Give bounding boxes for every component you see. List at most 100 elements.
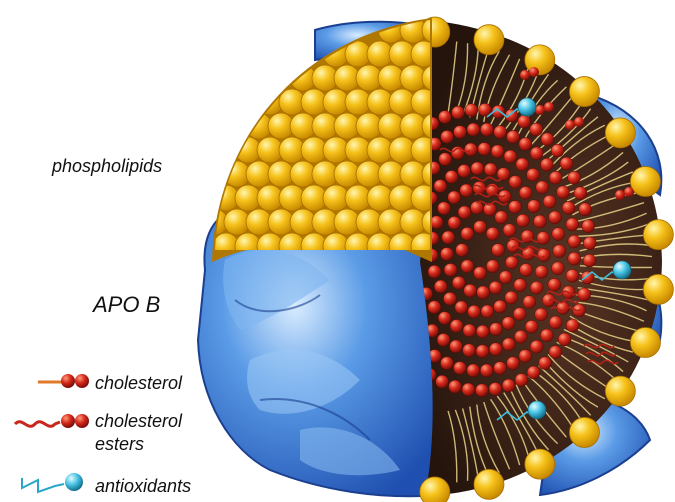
cholesterol-ester [582, 220, 595, 233]
antioxidant-molecule [613, 261, 631, 279]
cholesterol-ester [437, 202, 450, 215]
cholesterol-ester [458, 164, 471, 177]
cholesterol-ester [523, 296, 536, 309]
cholesterol-ester [455, 301, 468, 314]
cholesterol-ester [556, 186, 569, 199]
cholesterol-ester [452, 276, 465, 289]
cholesterol-molecule [529, 67, 539, 77]
cholesterol-ester [566, 319, 579, 332]
legend-antioxidant-icon [22, 473, 83, 492]
cholesterol-ester [506, 357, 519, 370]
legend-cholesterol-icon [38, 374, 89, 388]
cholesterol-ester [474, 267, 487, 280]
cholesterol-ester [441, 130, 454, 143]
cholesterol-molecule [535, 105, 545, 115]
cholesterol-ester [540, 158, 553, 171]
cholesterol-ester [428, 301, 441, 314]
cholesterol-ester [516, 158, 529, 171]
cholesterol-ester [495, 211, 508, 224]
cholesterol-ester [537, 249, 550, 262]
cholesterol-ester [509, 200, 522, 213]
cholesterol-ester [468, 305, 481, 318]
cholesterol-ester [443, 292, 456, 305]
cholesterol-ester [562, 201, 575, 214]
cholesterol-ester [437, 333, 450, 346]
cholesterol-ester [458, 206, 471, 219]
phospholipids-label: phospholipids [52, 156, 162, 177]
cholesterol-molecule [624, 187, 634, 197]
cholesterol-molecule [544, 102, 554, 112]
cholesterol-ester [465, 104, 478, 117]
cholesterol-ester [535, 308, 548, 321]
cholesterol-ester [475, 384, 488, 397]
cholesterol-esters-label-line2: esters [95, 434, 144, 455]
cholesterol-molecule [520, 70, 530, 80]
phospholipid-head [525, 449, 555, 479]
phospholipid-head [474, 469, 504, 499]
phospholipid-head [605, 376, 635, 406]
phospholipid-head [605, 118, 635, 148]
cholesterol-ester [494, 362, 507, 375]
cholesterol-ester [484, 163, 497, 176]
cholesterol-ester [463, 344, 476, 357]
cholesterol-ester [448, 191, 461, 204]
cholesterol-ester [502, 317, 515, 330]
cholesterol-ester [434, 180, 447, 193]
cholesterol-ester [516, 214, 529, 227]
cholesterol-molecule [565, 120, 575, 130]
cholesterol-ester [552, 228, 565, 241]
cholesterol-molecule [615, 190, 625, 200]
cholesterol-ester [514, 330, 527, 343]
phospholipid-head [630, 328, 660, 358]
cholesterol-ester [551, 144, 564, 157]
cholesterol-ester [442, 231, 455, 244]
cholesterol-ester [450, 319, 463, 332]
cholesterol-ester [583, 237, 596, 250]
cholesterol-ester [568, 235, 581, 248]
cholesterol-ester [471, 162, 484, 175]
cholesterol-ester [486, 227, 499, 240]
cholesterol-ester [503, 224, 516, 237]
cholesterol-ester [519, 186, 532, 199]
cholesterol-ester [477, 286, 490, 299]
cholesterol-ester [568, 171, 581, 184]
cholesterol-ester [499, 271, 512, 284]
cholesterol-ester [548, 278, 561, 291]
cholesterol-ester [449, 340, 462, 353]
cholesterol-ester [451, 106, 464, 119]
cholesterol-ester [463, 324, 476, 337]
cholesterol-ester [461, 260, 474, 273]
cholesterol-ester [548, 211, 561, 224]
cholesterol-ester [489, 343, 502, 356]
cholesterol-ester [520, 263, 533, 276]
phospholipid-head [420, 477, 450, 502]
cholesterol-ester [519, 350, 532, 363]
cholesterol-ester [533, 215, 546, 228]
cholesterol-ester [527, 200, 540, 213]
cholesterol-ester [489, 382, 502, 395]
cholesterol-ester [470, 201, 483, 214]
cholesterol-ester [480, 123, 493, 136]
cholesterol-ester [486, 260, 499, 273]
cholesterol-ester [491, 145, 504, 158]
cholesterol-molecule [574, 117, 584, 127]
cholesterol-ester [526, 168, 539, 181]
cholesterol-ester [579, 203, 592, 216]
cholesterol-ester [438, 312, 451, 325]
cholesterol-label: cholesterol [95, 373, 182, 394]
cholesterol-ester [530, 147, 543, 160]
cholesterol-ester [444, 263, 457, 276]
cholesterol-ester [505, 109, 518, 122]
cholesterol-ester [530, 340, 543, 353]
cholesterol-ester [505, 256, 518, 269]
cholesterol-ester [527, 366, 540, 379]
cholesterol-ester [494, 126, 507, 139]
phospholipid-head [569, 417, 599, 447]
cholesterol-ester [583, 254, 596, 267]
cholesterol-ester [537, 232, 550, 245]
cholesterol-ester [536, 181, 549, 194]
phospholipid-head [569, 77, 599, 107]
cholesterol-ester [513, 307, 526, 320]
cholesterol-ester [462, 383, 475, 396]
